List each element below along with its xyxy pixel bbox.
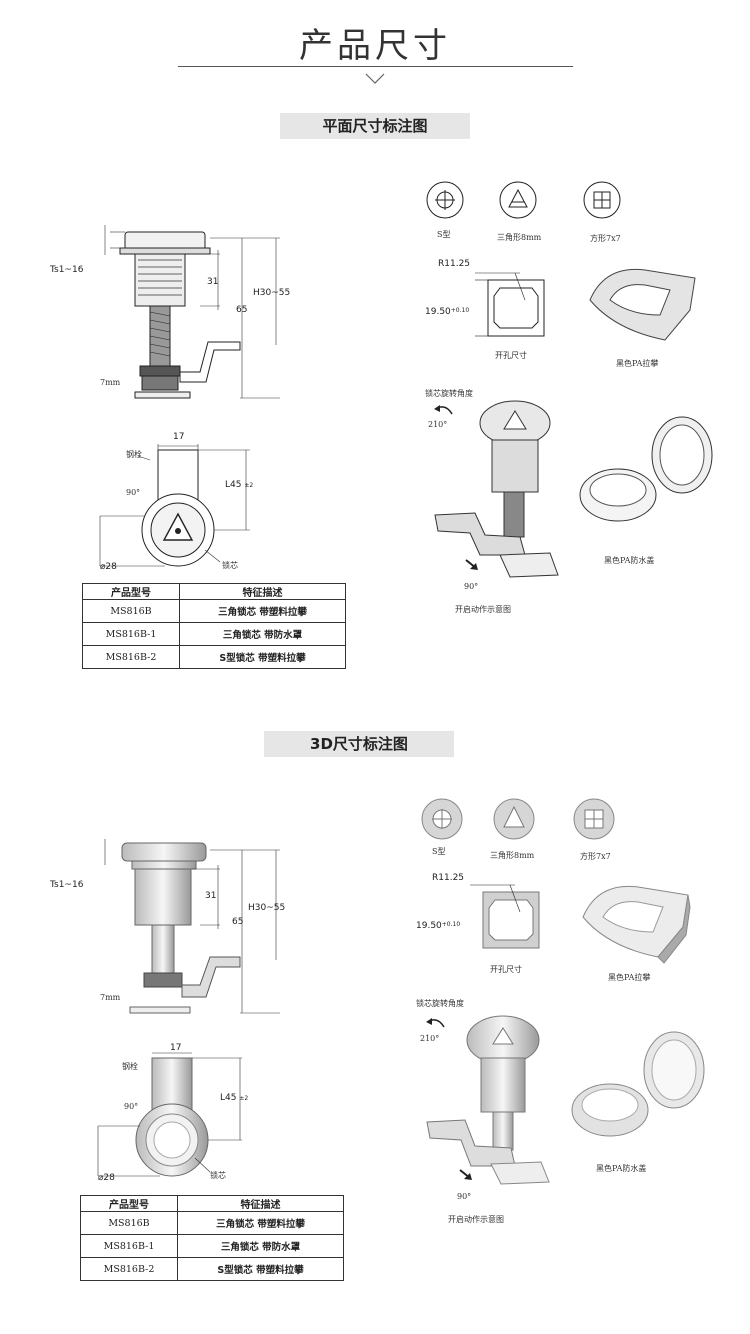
label-pin: 钢栓 — [126, 450, 142, 459]
latch-side-view-drawing — [104, 225, 280, 399]
core-s-label: S型 — [437, 230, 451, 239]
table-header: 产品型号 — [82, 583, 180, 600]
cover-label: 黑色PA防水盖 — [596, 1164, 647, 1173]
label-core: 锁芯 — [222, 561, 238, 570]
dim-28: ⌀28 — [98, 1173, 115, 1183]
label-core: 锁芯 — [210, 1171, 226, 1180]
section-tag-2d: 平面尺寸标注图 — [280, 113, 470, 139]
core-tri-label: 三角形8mm — [490, 851, 535, 860]
core-sq-label: 方形7x7 — [590, 234, 621, 243]
core-s-type-drawing — [426, 181, 464, 219]
rotation-turn: 90° — [464, 582, 479, 591]
hole-radius: R11.25 — [432, 873, 465, 883]
dim-h: H30~55 — [253, 288, 291, 298]
table-header: 产品型号 — [80, 1195, 178, 1212]
hole-caption: 开孔尺寸 — [495, 351, 527, 360]
rotation-caption: 开启动作示意图 — [455, 605, 511, 614]
rotation-latch-3d-drawing — [426, 1015, 550, 1185]
cover-drawing — [579, 416, 713, 522]
handle-label: 黑色PA拉攀 — [616, 359, 659, 368]
dim-17: 17 — [170, 1043, 182, 1053]
core-tri-label: 三角形8mm — [497, 233, 542, 242]
dim-ts: Ts1~16 — [50, 880, 84, 890]
handle-3d-drawing — [582, 885, 691, 964]
dim-7: 7mm — [100, 993, 121, 1002]
hole-width: 19.50+0.10 — [416, 921, 461, 931]
hole-caption: 开孔尺寸 — [490, 965, 522, 974]
rotation-turn: 90° — [457, 1192, 472, 1201]
dim-31: 31 — [207, 277, 219, 287]
latch-front-view-3d-drawing — [97, 1052, 242, 1177]
core-sq-label: 方形7x7 — [580, 852, 611, 861]
dim-28: ⌀28 — [100, 562, 117, 572]
angle-90: 90° — [126, 488, 141, 497]
dim-l45: L45 ±2 — [225, 480, 254, 490]
core-triangle-3d-drawing — [493, 798, 535, 840]
hole-size-drawing — [475, 272, 545, 337]
dim-l45: L45 ±2 — [220, 1093, 249, 1103]
table-header: 特征描述 — [177, 1195, 344, 1212]
dim-h: H30~55 — [248, 903, 286, 913]
core-s-label: S型 — [432, 847, 446, 856]
handle-label: 黑色PA拉攀 — [608, 973, 651, 982]
cover-label: 黑色PA防水盖 — [604, 556, 655, 565]
dim-65: 65 — [232, 917, 244, 927]
angle-90: 90° — [124, 1102, 139, 1111]
handle-drawing — [589, 268, 696, 341]
dim-7: 7mm — [100, 378, 121, 387]
dim-65: 65 — [236, 305, 248, 315]
latch-front-view-drawing — [99, 444, 250, 567]
title-divider — [178, 66, 573, 67]
hole-size-3d-drawing — [470, 884, 540, 949]
rotation-title: 锁芯旋转角度 — [416, 999, 464, 1008]
table-header: 特征描述 — [179, 583, 346, 600]
hole-width: 19.50+0.10 — [425, 307, 470, 317]
rotate-ccw-icon — [434, 405, 453, 415]
latch-side-view-3d-drawing — [104, 839, 280, 1014]
rotation-angle: 210° — [420, 1034, 440, 1043]
rotation-angle: 210° — [428, 420, 448, 429]
rotate-ccw-icon — [426, 1018, 445, 1028]
page-title: 产品尺寸 — [299, 26, 451, 66]
rotation-latch-drawing — [434, 400, 559, 578]
core-square-3d-drawing — [573, 798, 615, 840]
dim-17: 17 — [173, 432, 185, 442]
core-s-type-3d-drawing — [421, 798, 463, 840]
cover-3d-drawing — [571, 1031, 705, 1137]
label-pin: 钢栓 — [122, 1062, 138, 1071]
dim-31: 31 — [205, 891, 217, 901]
core-triangle-drawing — [499, 181, 537, 219]
rotation-title: 锁芯旋转角度 — [425, 389, 473, 398]
chevron-down-icon — [365, 73, 385, 84]
rotation-caption: 开启动作示意图 — [448, 1215, 504, 1224]
arrow-down-right-icon — [459, 1169, 472, 1180]
hole-radius: R11.25 — [438, 259, 471, 269]
arrow-down-right-icon — [465, 559, 478, 570]
section-tag-3d: 3D尺寸标注图 — [264, 731, 454, 757]
dim-ts: Ts1~16 — [50, 265, 84, 275]
core-square-drawing — [583, 181, 621, 219]
